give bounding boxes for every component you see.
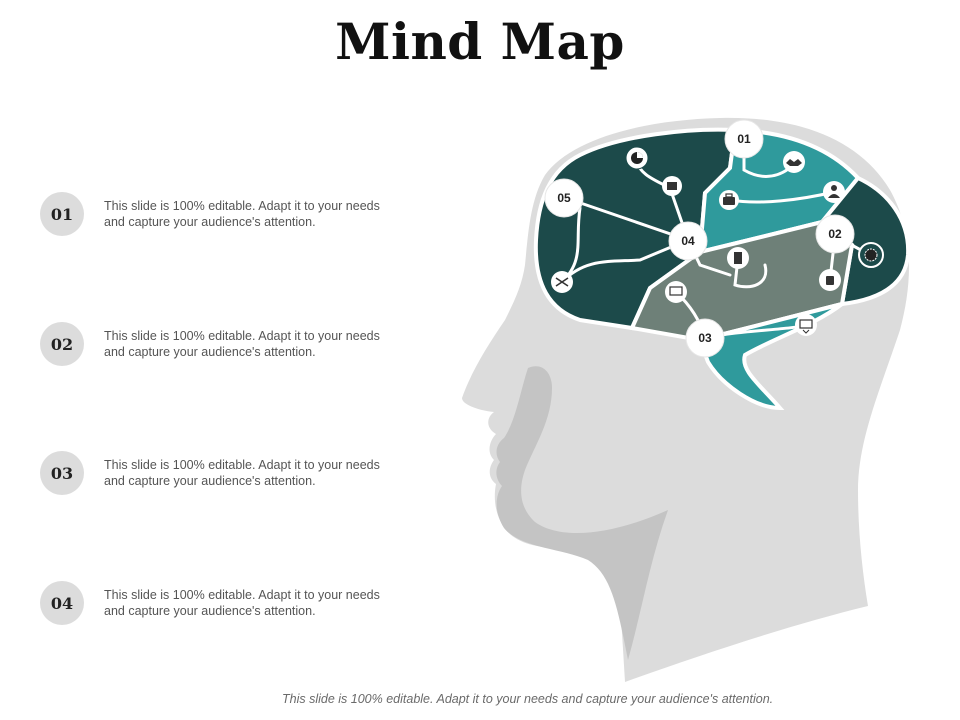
list-item: 02 This slide is 100% editable. Adapt it… <box>40 320 420 368</box>
svg-text:05: 05 <box>557 191 571 205</box>
node-04: 04 <box>668 221 708 261</box>
item-description: This slide is 100% editable. Adapt it to… <box>104 458 380 488</box>
footer-note: This slide is 100% editable. Adapt it to… <box>282 692 774 706</box>
briefcase-icon <box>719 190 739 210</box>
page-title: Mind Map <box>335 12 625 71</box>
list-item: 01 This slide is 100% editable. Adapt it… <box>40 190 420 238</box>
brain-right-lobe <box>819 175 911 307</box>
book-icon <box>727 247 749 269</box>
item-number-badge: 01 <box>40 192 84 236</box>
item-number-badge: 04 <box>40 581 84 625</box>
node-05: 05 <box>544 178 584 218</box>
list-item: 04 This slide is 100% editable. Adapt it… <box>40 579 420 627</box>
item-description: This slide is 100% editable. Adapt it to… <box>104 199 380 229</box>
pie-chart-icon <box>625 146 649 170</box>
presentation-icon <box>795 314 817 336</box>
shuffle-icon <box>551 271 573 293</box>
gear-icon <box>858 242 884 268</box>
item-description: This slide is 100% editable. Adapt it to… <box>104 329 380 359</box>
svg-text:03: 03 <box>698 331 712 345</box>
face-shadow <box>496 366 668 660</box>
list-item: 03 This slide is 100% editable. Adapt it… <box>40 449 420 497</box>
monitor-icon <box>665 281 687 303</box>
item-description: This slide is 100% editable. Adapt it to… <box>104 588 380 618</box>
brain-left-lobe <box>533 127 738 331</box>
document-icon <box>662 176 682 196</box>
hand-icon <box>819 269 841 291</box>
svg-text:02: 02 <box>828 227 842 241</box>
node-02: 02 <box>815 214 855 254</box>
svg-text:04: 04 <box>681 234 695 248</box>
person-icon <box>823 181 845 203</box>
node-03: 03 <box>685 318 725 358</box>
item-number-badge: 03 <box>40 451 84 495</box>
svg-text:01: 01 <box>737 132 751 146</box>
node-01: 01 <box>724 119 764 159</box>
item-number-badge: 02 <box>40 322 84 366</box>
handshake-icon <box>783 151 805 173</box>
